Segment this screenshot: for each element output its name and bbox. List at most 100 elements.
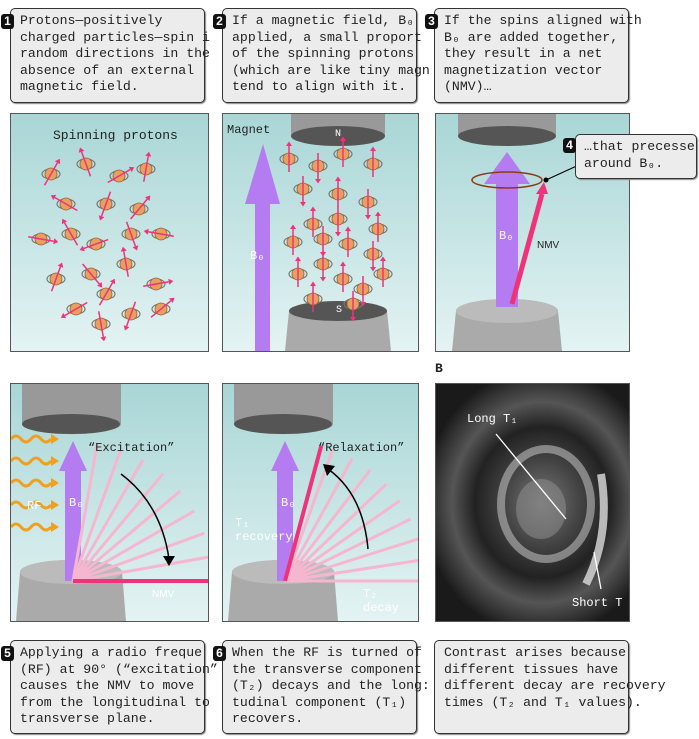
spin-arrow <box>64 301 88 317</box>
spin-arrowhead <box>315 179 321 184</box>
b0-label: B₀ <box>281 496 296 510</box>
spin-arrowhead <box>168 278 174 285</box>
step-number-6: 6 <box>213 646 226 661</box>
spin-arrowhead <box>78 147 85 153</box>
faded-vector <box>284 559 418 583</box>
spin-arrow <box>125 301 137 327</box>
spin-arrowhead <box>53 238 59 245</box>
spinning-protons-label: Spinning protons <box>53 128 178 143</box>
spin-arrowhead <box>370 146 376 151</box>
spin-arrowhead <box>60 312 67 319</box>
b0-label: B₀ <box>499 229 514 243</box>
spin-arrowhead <box>57 262 64 268</box>
excitation-illustration <box>11 384 208 621</box>
spin-arrowhead <box>335 232 341 237</box>
spin-arrow <box>98 282 114 306</box>
spin-arrow <box>83 238 109 250</box>
spin-arrowhead <box>50 194 57 201</box>
step-number-1: 1 <box>1 14 14 29</box>
spin-arrow <box>130 198 148 220</box>
step-number-4: 4 <box>563 138 576 153</box>
spin-arrowhead <box>320 277 326 282</box>
rf-wave <box>11 456 53 466</box>
spin-arrow <box>80 151 92 177</box>
excitation-label: “Excitation” <box>88 441 175 455</box>
faded-vector <box>72 531 206 583</box>
nmv-illustration <box>452 114 582 351</box>
step-2-box <box>222 8 417 103</box>
spin-arrowhead <box>310 206 316 211</box>
spin-arrow <box>143 281 169 287</box>
faded-vector <box>71 459 145 582</box>
nmv-arrow <box>509 193 545 305</box>
protons-illustration <box>28 147 175 342</box>
step-5-box <box>10 640 205 734</box>
spin-arrow <box>143 156 149 182</box>
spin-arrowhead <box>286 141 292 146</box>
spin-arrowhead <box>145 151 152 157</box>
panel-magnet: Magnet N S B₀ <box>222 113 419 352</box>
spin-arrowhead <box>345 226 351 231</box>
spin-arrow <box>98 311 104 337</box>
spin-arrowhead <box>123 325 130 331</box>
spin-arrowhead <box>290 224 296 229</box>
rf-wave <box>11 522 53 532</box>
rf-wave <box>11 500 53 510</box>
precession-ellipse <box>471 171 543 189</box>
spin-arrowhead <box>100 336 107 342</box>
rf-label: RF <box>27 499 42 513</box>
long-t1-pointer <box>495 433 567 520</box>
spin-arrowhead <box>380 256 386 261</box>
spin-arrow <box>28 236 54 242</box>
b0-label: B₀ <box>250 249 265 263</box>
rf-arrowhead <box>51 434 59 444</box>
nmv-label: NMV <box>152 589 175 600</box>
north-pole-face <box>291 126 385 146</box>
faded-vector <box>283 448 335 582</box>
b0-arrow <box>59 441 87 581</box>
spin-arrowhead <box>145 195 151 201</box>
step-1-box <box>10 8 205 103</box>
spin-arrowhead <box>128 166 135 173</box>
spin-arrow <box>107 168 131 184</box>
faded-vector <box>283 469 372 582</box>
faded-vector <box>283 457 354 582</box>
spin-arrow <box>100 191 112 217</box>
north-label: N <box>335 129 342 140</box>
step-4-callout <box>575 134 697 179</box>
rotation-arrow <box>327 468 369 550</box>
step-number-2: 2 <box>213 14 226 29</box>
b0-label: B₀ <box>69 496 84 510</box>
faded-vector <box>72 555 208 583</box>
spin-arrowhead <box>120 246 127 252</box>
magnet-label: Magnet <box>227 123 271 137</box>
contrast-box <box>434 640 629 734</box>
faded-vector <box>284 517 412 583</box>
spin-arrowhead <box>98 215 105 221</box>
faded-vector <box>284 537 418 583</box>
rf-arrowhead <box>51 522 59 532</box>
rf-wave <box>11 434 53 444</box>
spin-arrowhead <box>54 158 61 165</box>
faded-vector <box>72 489 182 583</box>
b0-arrow <box>484 152 530 307</box>
short-t-pointer <box>593 551 602 590</box>
faded-vector <box>71 442 99 582</box>
rotation-arrowhead <box>323 464 335 476</box>
short-t-label: Short T <box>572 596 623 610</box>
relaxation-illustration <box>228 384 418 621</box>
rf-arrowhead <box>51 456 59 466</box>
step-number-5: 5 <box>1 646 14 661</box>
spin-arrow <box>150 300 172 318</box>
spin-arrowhead <box>350 317 356 322</box>
spin-arrow <box>50 266 62 292</box>
spin-arrowhead <box>370 267 376 272</box>
rf-arrowhead <box>51 500 59 510</box>
spin-arrowhead <box>109 278 116 285</box>
south-label: S <box>336 305 343 316</box>
nmv-label: NMV <box>537 240 560 251</box>
